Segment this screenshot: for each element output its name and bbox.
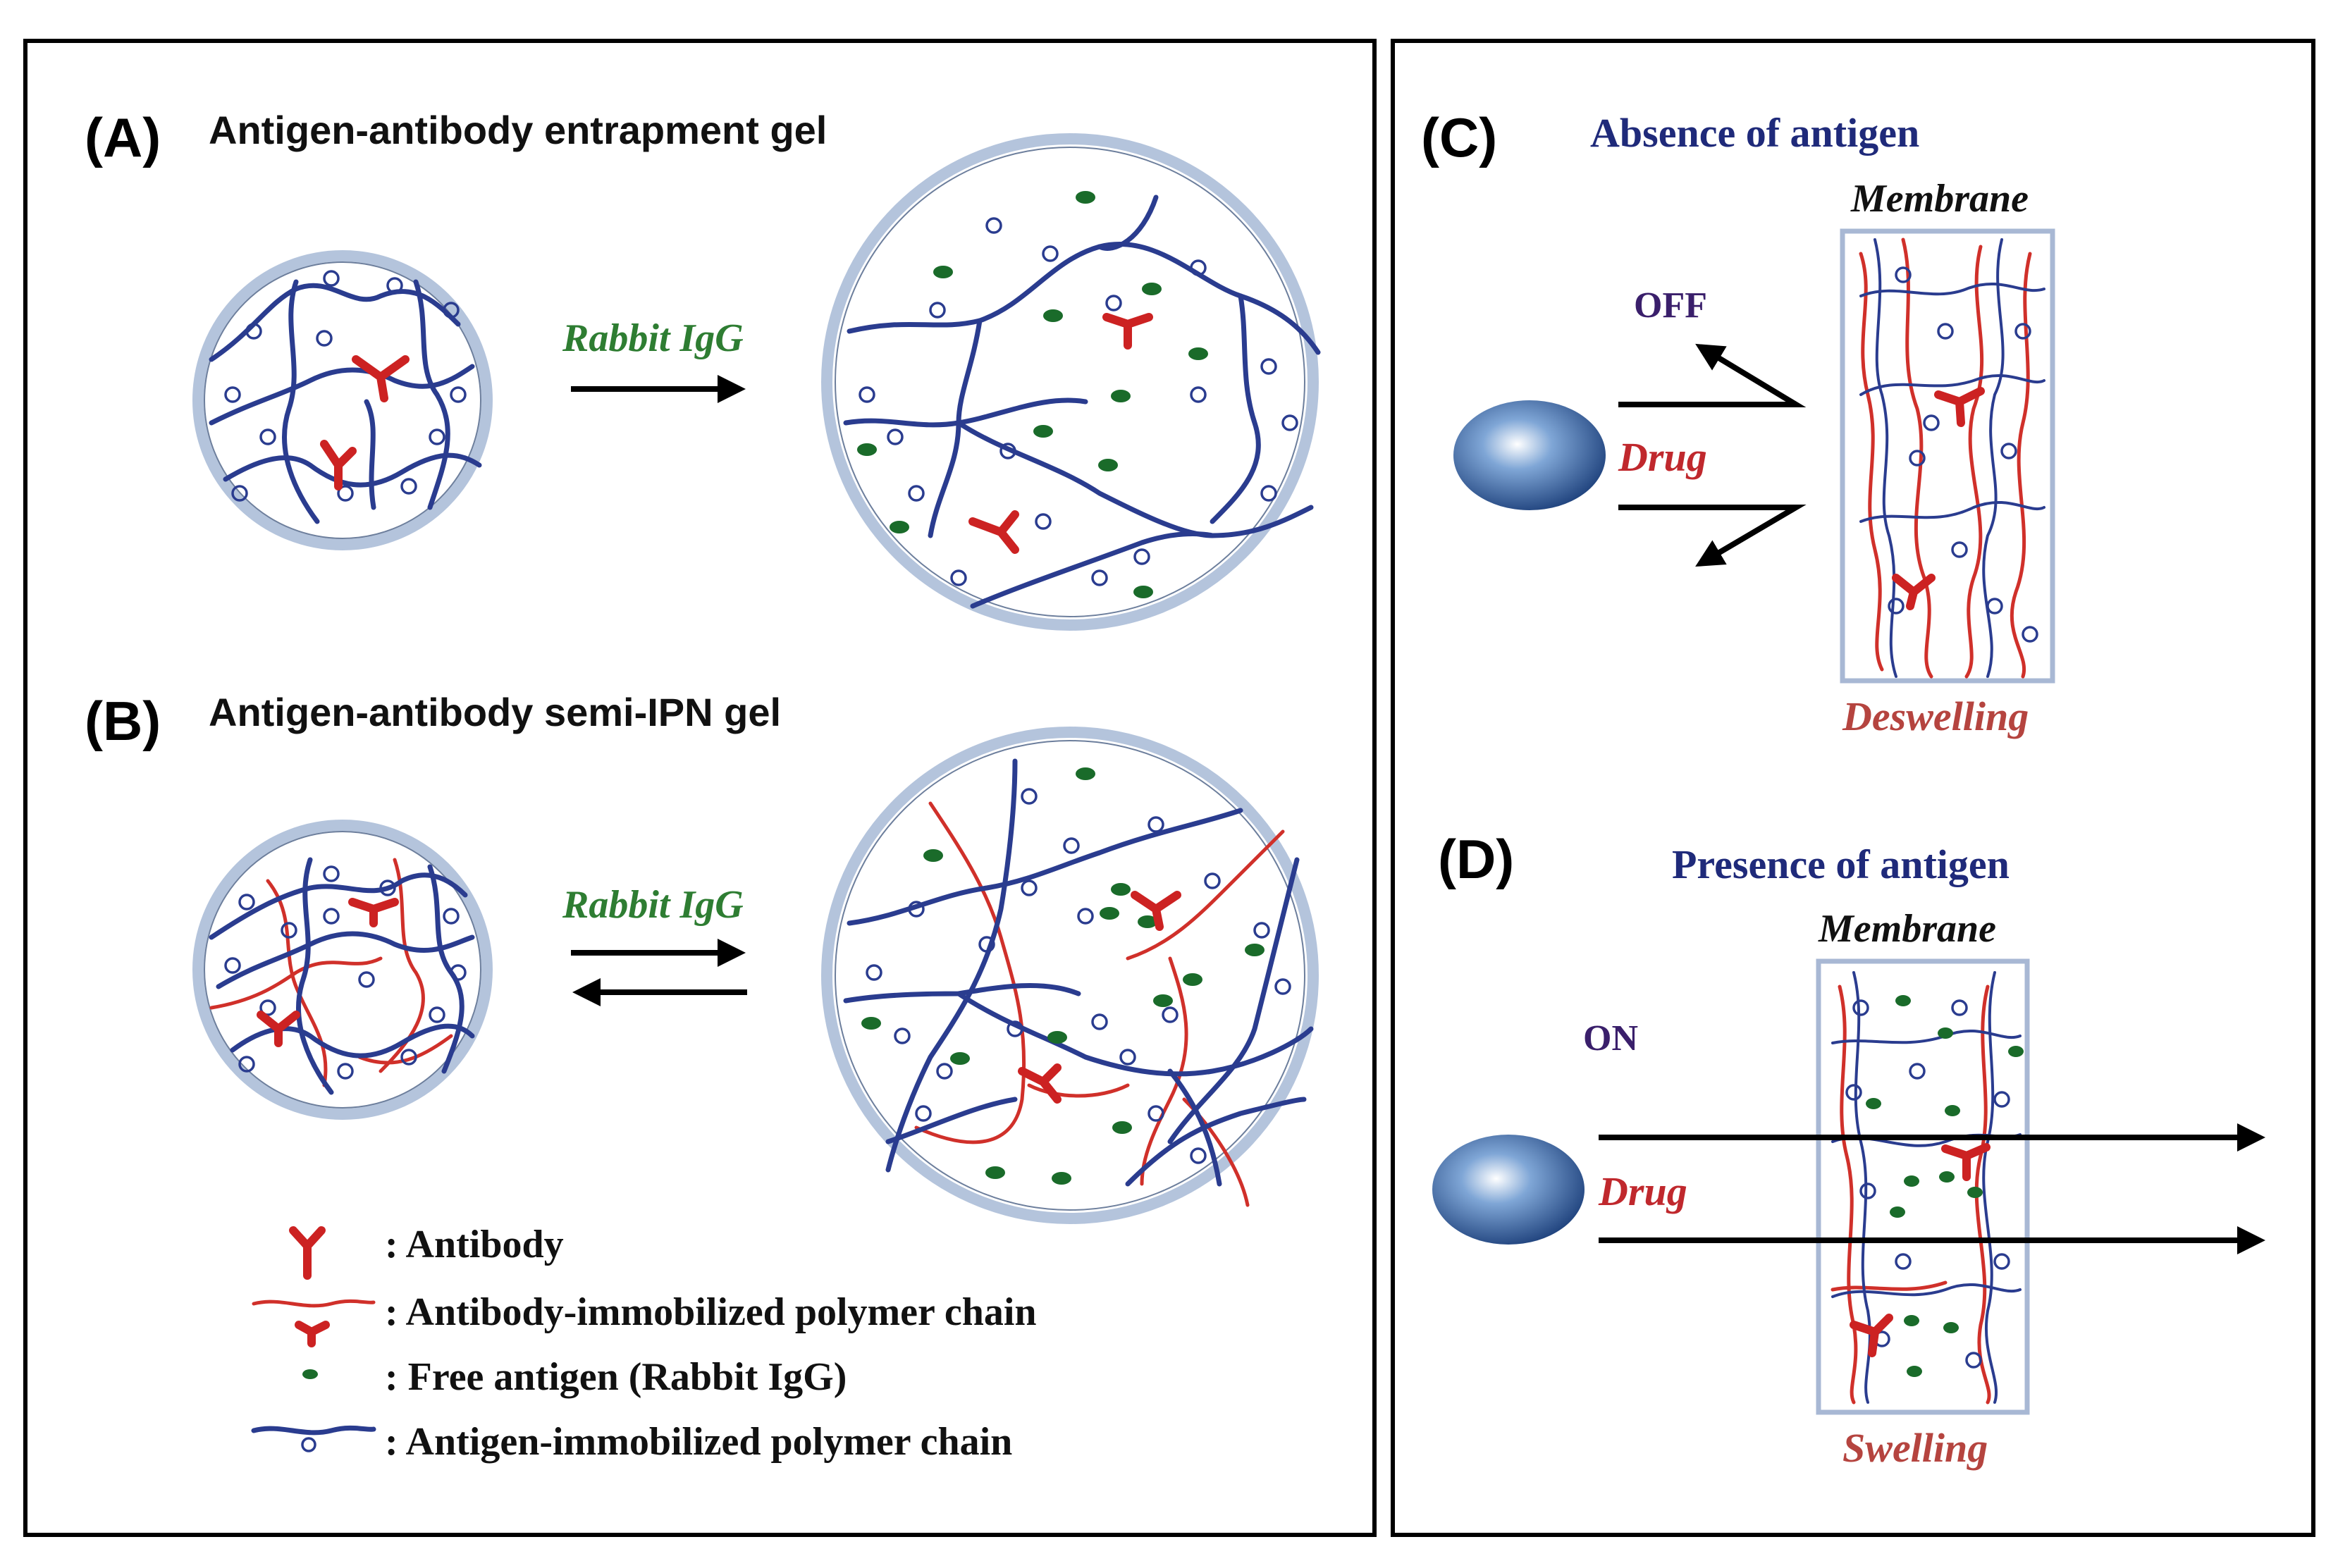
panel-c-reflect-arrow-bottom bbox=[1618, 505, 1807, 567]
panel-d-title: Presence of antigen bbox=[1672, 841, 2010, 887]
panel-b-title: Antigen-antibody semi-IPN gel bbox=[209, 690, 781, 734]
panel-d-membrane-label: Membrane bbox=[1818, 907, 1996, 951]
panel-d-drug-label: Drug bbox=[1598, 1168, 1687, 1214]
panel-a-small-gel bbox=[192, 250, 493, 550]
legend-antigen-dot-symbol bbox=[302, 1369, 318, 1379]
panel-c-letter: (C) bbox=[1421, 106, 1497, 168]
panel-c-gate-label: OFF bbox=[1634, 285, 1707, 326]
panel-c-title: Absence of antigen bbox=[1590, 110, 1919, 156]
legend-antibody-label: : Antibody bbox=[385, 1223, 564, 1266]
panel-d-drug-particle bbox=[1432, 1135, 1585, 1245]
panel-d-letter: (D) bbox=[1438, 828, 1514, 890]
panel-b-small-gel bbox=[192, 820, 493, 1120]
panel-b-stimulus-label: Rabbit IgG bbox=[562, 883, 744, 927]
panel-c-membrane-label: Membrane bbox=[1850, 177, 2029, 221]
panel-b-large-gel bbox=[821, 727, 1319, 1224]
legend-antigen-label: : Free antigen (Rabbit IgG) bbox=[385, 1355, 847, 1399]
legend-antibody-symbol bbox=[289, 1226, 326, 1280]
legend-antibody-chain-label: : Antibody-immobilized polymer chain bbox=[385, 1290, 1037, 1334]
legend: : Antibody : Antibody-immobilized polyme… bbox=[251, 1223, 1037, 1464]
legend-antigen-chain-label: : Antigen-immobilized polymer chain bbox=[385, 1420, 1012, 1464]
panel-d-membrane bbox=[1816, 958, 2030, 1415]
panel-c-drug-particle bbox=[1453, 400, 1606, 510]
panel-a-large-gel bbox=[821, 133, 1321, 631]
panel-d: (D) Presence of antigen Membrane ON Drug bbox=[1432, 828, 2265, 1471]
panel-c-membrane bbox=[1840, 228, 2055, 684]
panel-c: (C) Absence of antigen Membrane OFF Drug bbox=[1421, 106, 2055, 739]
panel-c-reflect-arrow-top bbox=[1618, 343, 1807, 407]
panel-a-title: Antigen-antibody entrapment gel bbox=[209, 108, 827, 152]
panel-a-stimulus-label: Rabbit IgG bbox=[562, 316, 744, 360]
panel-b: (B) Antigen-antibody semi-IPN gel Rabbit… bbox=[85, 690, 1319, 1464]
legend-antibody-chain-symbol bbox=[252, 1299, 376, 1308]
legend-antigen-chain-symbol bbox=[251, 1425, 376, 1436]
panel-c-state-label: Deswelling bbox=[1842, 693, 2029, 739]
panel-a-letter: (A) bbox=[85, 106, 161, 168]
panel-d-gate-label: ON bbox=[1583, 1018, 1638, 1058]
panel-a: (A) Antigen-antibody entrapment gel Rabb… bbox=[85, 106, 1321, 631]
panel-c-drug-label: Drug bbox=[1618, 434, 1707, 480]
panel-b-letter: (B) bbox=[85, 690, 161, 752]
panel-d-state-label: Swelling bbox=[1842, 1425, 1988, 1471]
